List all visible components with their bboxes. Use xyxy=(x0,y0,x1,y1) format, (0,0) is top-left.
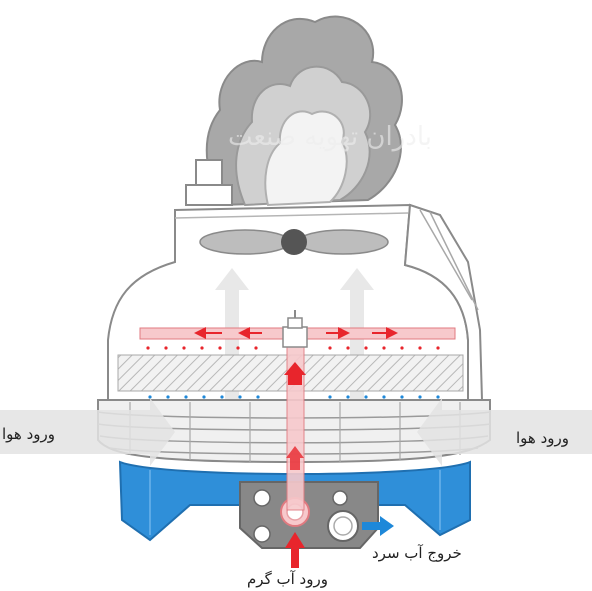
tower-body xyxy=(107,203,484,401)
piping-panel xyxy=(239,481,379,549)
steam-plume xyxy=(205,15,403,207)
air-inlet-left-label: ورود هوا xyxy=(2,425,56,443)
air-inlet-right-label: ورود هوا xyxy=(516,429,570,447)
cold-water-outlet-arrow xyxy=(362,516,394,536)
air-inlet-arrows xyxy=(0,398,592,466)
fan xyxy=(199,229,389,255)
hot-water-riser xyxy=(282,310,308,511)
watermark: بادران تهویه صنعت xyxy=(228,122,432,152)
cold-droplets xyxy=(148,395,440,399)
motor-housing xyxy=(185,159,233,206)
cold-water-outlet-label: خروج آب سرد xyxy=(372,544,462,562)
hot-water-inlet-arrow xyxy=(285,532,305,568)
hot-droplets xyxy=(146,346,440,350)
hot-water-inlet-label: ورود آب گرم xyxy=(247,570,328,588)
